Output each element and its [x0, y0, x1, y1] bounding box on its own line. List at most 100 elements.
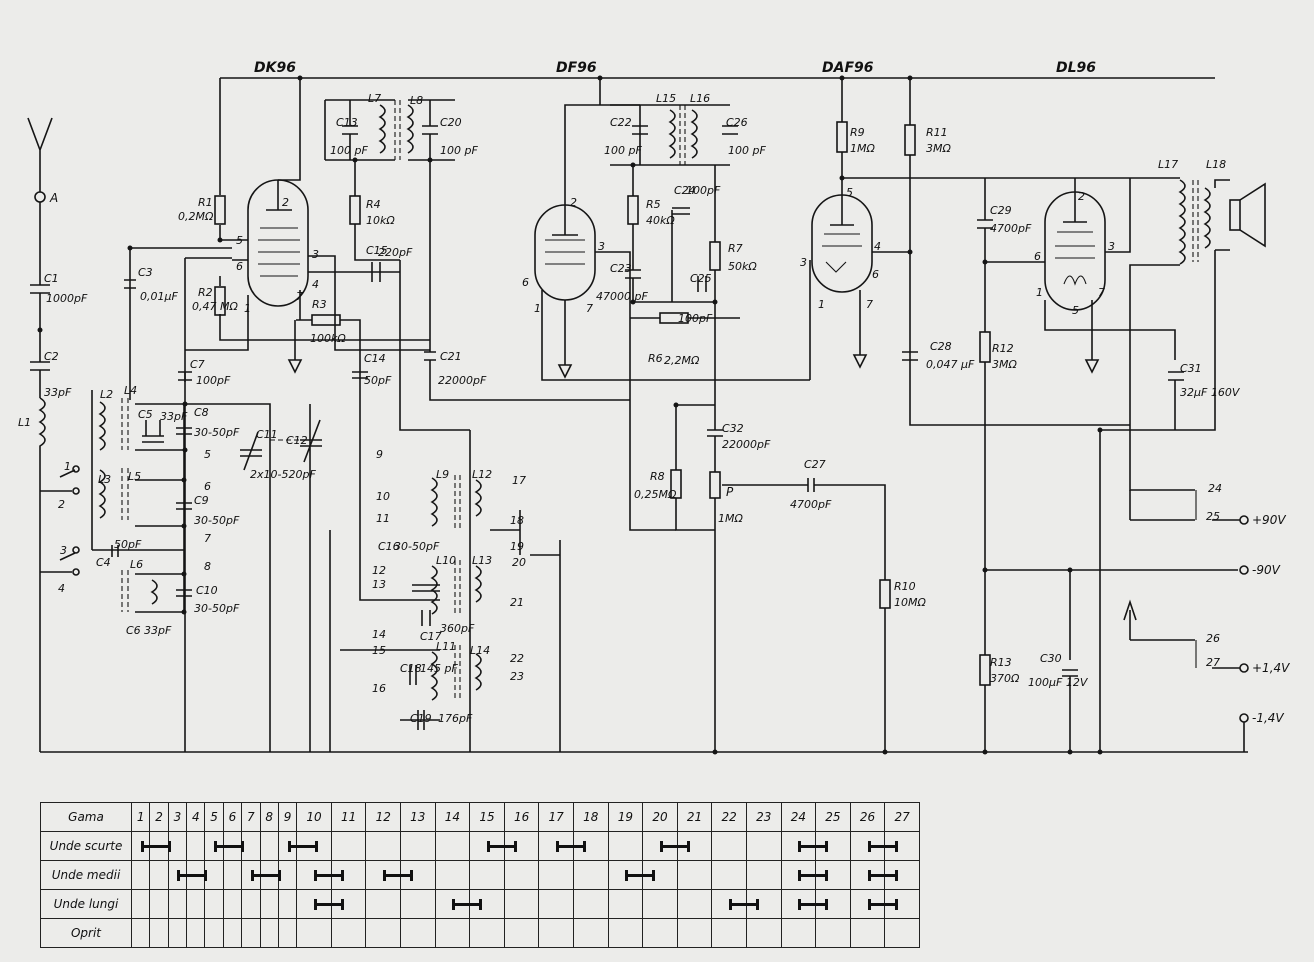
band-table-cell	[365, 860, 414, 890]
contact-6: 6	[204, 480, 211, 493]
l2-label: L2	[100, 388, 113, 401]
band-table-cell	[642, 918, 678, 948]
c32-value: 22000pF	[722, 438, 771, 451]
dl96-pin-5: 5	[1072, 304, 1079, 317]
r7-value: 50kΩ	[728, 260, 757, 273]
band-table-cell	[538, 889, 574, 919]
l14-label: L14	[470, 644, 490, 657]
contact-26: 26	[1206, 632, 1220, 645]
band-table-cell	[815, 860, 851, 890]
r5-value: 40kΩ	[646, 214, 675, 227]
c15-label: C15	[366, 244, 388, 257]
c22-label: C22	[610, 116, 632, 129]
antenna-terminal-label: A	[49, 191, 58, 205]
df96-pin-6: 6	[522, 276, 529, 289]
c12-label: C12	[286, 434, 308, 447]
band-table-cell	[167, 889, 188, 919]
band-table-cell	[204, 918, 224, 948]
band-table-cell	[167, 918, 188, 948]
band-table-cell	[277, 889, 298, 919]
dl96-pin-7: 7	[1098, 286, 1105, 299]
band-table-cell	[780, 860, 829, 890]
c14-symbol	[352, 371, 368, 379]
band-table-cell	[222, 889, 243, 919]
c25-value: 100pF	[678, 312, 713, 325]
r4-value: 10kΩ	[366, 214, 395, 227]
band-table-cell	[296, 918, 332, 948]
band-table-cell	[607, 918, 644, 948]
c3-value: 0,01µF	[140, 290, 178, 303]
band-table-cell	[130, 918, 151, 948]
c16-value: 30-50pF	[394, 540, 440, 553]
r2-value: 0,47 MΩ	[192, 300, 238, 313]
c18-value: 145 pF	[420, 662, 458, 675]
c17-label: C17	[420, 630, 442, 643]
c7-value: 100pF	[196, 374, 231, 387]
band-table-cell	[503, 860, 540, 890]
r1-label: R1	[198, 196, 213, 209]
band-table-cell	[241, 889, 261, 919]
dl96-pin-3: 3	[1108, 240, 1115, 253]
band-table-col-26: 26	[849, 802, 886, 832]
band-table-cell	[815, 831, 851, 861]
band-table-cell	[711, 860, 747, 890]
contact-21: 21	[510, 596, 524, 609]
contact-15: 15	[372, 644, 386, 657]
contact-18: 18	[510, 514, 524, 527]
band-table-cell	[469, 860, 505, 890]
df96-pin-3: 3	[598, 240, 605, 253]
r13-label: R13	[990, 656, 1012, 669]
terminal-plus90	[1239, 515, 1249, 525]
band-table-cell	[434, 831, 471, 861]
contact-23: 23	[510, 670, 524, 683]
daf96-pin-3: 3	[800, 256, 807, 269]
c30-value: 100µF 12V	[1028, 676, 1089, 689]
c19-label: C19	[410, 712, 432, 725]
c8-value: 30-50pF	[194, 426, 240, 439]
c1-label: C1	[44, 272, 59, 285]
band-table-cell	[503, 918, 540, 948]
c30-label: C30	[1040, 652, 1062, 665]
tube-dl96	[1044, 191, 1106, 311]
band-table-cell	[186, 831, 206, 861]
c25-label: C25	[690, 272, 712, 285]
potentiometer-label: P	[726, 485, 734, 499]
l18-label: L18	[1206, 158, 1226, 171]
c5-label: C5	[138, 408, 153, 421]
r6-label: R6	[648, 352, 663, 365]
band-table-cell	[676, 831, 713, 861]
band-table-row: Unde medii	[40, 860, 920, 890]
contact-8: 8	[204, 560, 211, 573]
c19-value: 176pF	[438, 712, 473, 725]
contact-27: 27	[1206, 656, 1220, 669]
dl96-pin-6: 6	[1034, 250, 1041, 263]
contact-13: 13	[372, 578, 386, 591]
band-table-col-10: 10	[296, 802, 332, 832]
l9-label: L9	[436, 468, 449, 481]
terminal-plus14	[1239, 663, 1249, 673]
contact-7: 7	[204, 532, 211, 545]
band-row-label: Unde scurte	[40, 831, 132, 861]
band-table-cell	[222, 831, 243, 861]
band-table-cell	[204, 860, 224, 890]
df96-wiring	[541, 78, 891, 752]
c4-label: C4	[96, 556, 111, 569]
band-table-cell	[469, 831, 517, 861]
band-table-cell	[607, 831, 644, 861]
band-table-cell	[572, 860, 609, 890]
r1-value: 0,2MΩ	[178, 210, 214, 223]
dl96-pin-2: 2	[1078, 190, 1085, 203]
contact-12: 12	[372, 564, 386, 577]
band-table-cell	[241, 918, 261, 948]
band-table-cell	[434, 860, 471, 890]
band-table-cell	[849, 860, 898, 890]
dl96-label: DL96	[1056, 60, 1096, 76]
daf96-pin-7: 7	[866, 298, 873, 311]
band-table-cell	[330, 860, 367, 890]
c11-value: 2x10-520pF	[250, 468, 316, 481]
c26-value: 100 pF	[728, 144, 766, 157]
band-table-cell	[365, 889, 402, 919]
band-table-col-14: 14	[434, 802, 471, 832]
r11-label: R11	[926, 126, 948, 139]
band-table-cell	[130, 860, 151, 890]
